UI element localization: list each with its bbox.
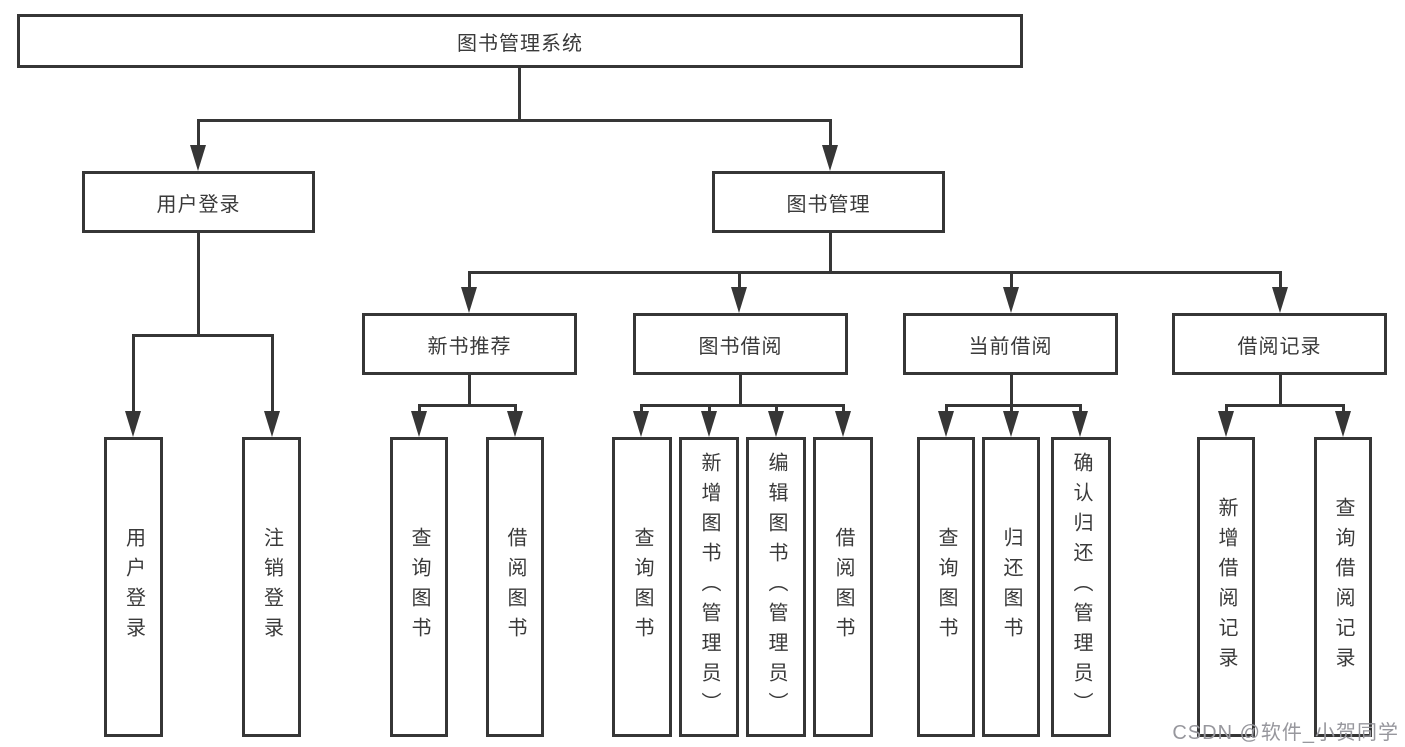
arrowhead-down-icon — [731, 287, 747, 313]
node-new-book-recommendation: 新书推荐 — [362, 313, 577, 375]
connector-line — [197, 119, 200, 151]
arrowhead-down-icon — [822, 145, 838, 171]
connector-line — [271, 334, 274, 416]
node-leaf-query-books: 查询图书 — [390, 437, 448, 737]
node-leaf-return-book: 归还图书 — [982, 437, 1040, 737]
connector-line — [640, 404, 845, 407]
arrowhead-down-icon — [125, 411, 141, 437]
arrowhead-down-icon — [1218, 411, 1234, 437]
arrowhead-down-icon — [1272, 287, 1288, 313]
connector-line — [829, 232, 832, 273]
connector-line — [738, 271, 741, 293]
connector-line — [132, 334, 274, 337]
node-book-management: 图书管理 — [712, 171, 945, 233]
connector-line — [197, 232, 200, 336]
arrowhead-down-icon — [1003, 411, 1019, 437]
arrowhead-down-icon — [411, 411, 427, 437]
connector-line — [1279, 271, 1282, 293]
connector-line — [1279, 374, 1282, 406]
connector-line — [1225, 404, 1345, 407]
connector-line — [132, 334, 135, 416]
watermark: CSDN @软件_小贺同学 — [1172, 722, 1399, 744]
arrowhead-down-icon — [264, 411, 280, 437]
arrowhead-down-icon — [835, 411, 851, 437]
arrowhead-down-icon — [633, 411, 649, 437]
arrowhead-down-icon — [461, 287, 477, 313]
node-user-login: 用户登录 — [82, 171, 315, 233]
node-library-management-system: 图书管理系统 — [17, 14, 1023, 68]
connector-line — [1010, 271, 1013, 293]
node-leaf-user-login: 用户登录 — [104, 437, 163, 737]
connector-line — [829, 119, 832, 151]
connector-line — [739, 374, 742, 406]
node-leaf-query-books: 查询图书 — [612, 437, 672, 737]
arrowhead-down-icon — [1072, 411, 1088, 437]
connector-line — [518, 67, 521, 121]
node-leaf-query-books: 查询图书 — [917, 437, 975, 737]
arrowhead-down-icon — [701, 411, 717, 437]
arrowhead-down-icon — [768, 411, 784, 437]
arrowhead-down-icon — [1335, 411, 1351, 437]
node-leaf-confirm-return-admin: 确认归还（管理员） — [1051, 437, 1111, 737]
node-leaf-add-book-admin: 新增图书（管理员） — [679, 437, 739, 737]
connector-line — [1010, 374, 1013, 406]
node-borrowing-records: 借阅记录 — [1172, 313, 1387, 375]
node-current-borrowing: 当前借阅 — [903, 313, 1118, 375]
node-leaf-borrow-books: 借阅图书 — [813, 437, 873, 737]
connector-line — [468, 271, 1282, 274]
node-book-borrowing: 图书借阅 — [633, 313, 848, 375]
node-leaf-query-borrow-record: 查询借阅记录 — [1314, 437, 1372, 737]
node-leaf-logout: 注销登录 — [242, 437, 301, 737]
arrowhead-down-icon — [938, 411, 954, 437]
arrowhead-down-icon — [507, 411, 523, 437]
node-leaf-edit-book-admin: 编辑图书（管理员） — [746, 437, 806, 737]
connector-line — [945, 404, 1082, 407]
connector-line — [468, 374, 471, 406]
arrowhead-down-icon — [190, 145, 206, 171]
arrowhead-down-icon — [1003, 287, 1019, 313]
connector-line — [468, 271, 471, 293]
connector-line — [418, 404, 517, 407]
connector-line — [197, 119, 832, 122]
node-leaf-borrow-books: 借阅图书 — [486, 437, 544, 737]
node-leaf-add-borrow-record: 新增借阅记录 — [1197, 437, 1255, 737]
